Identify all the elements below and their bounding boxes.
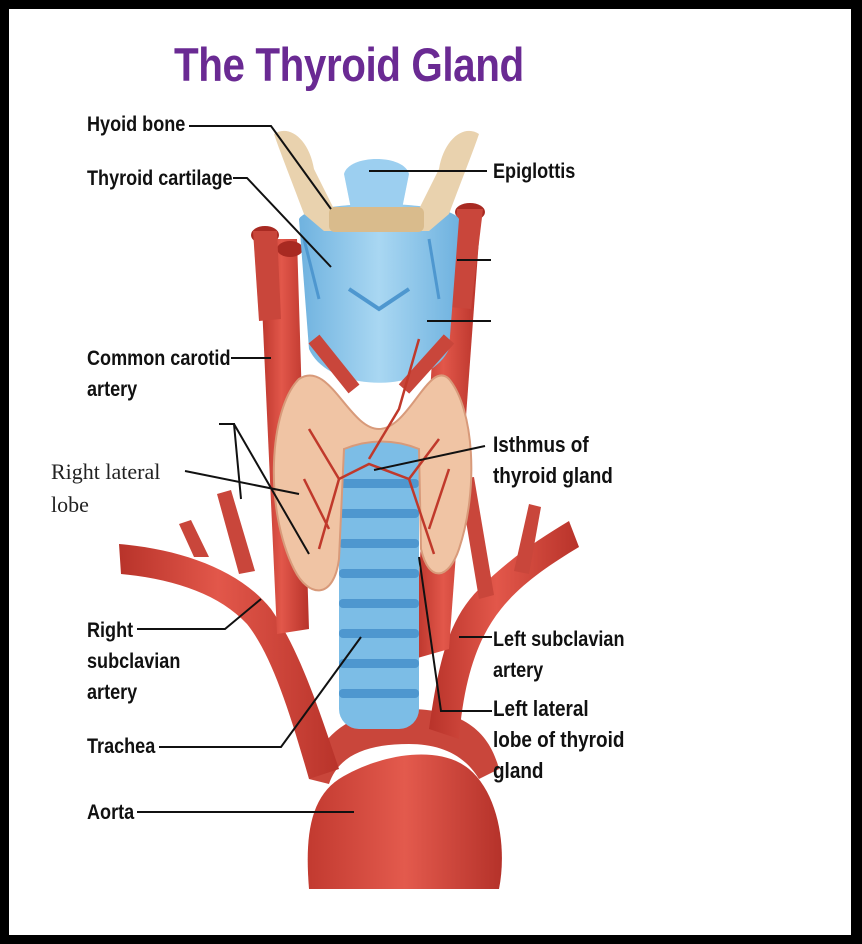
label-left-subclavian-line1: Left subclavian [493, 624, 624, 655]
label-left-lateral-line2: lobe of thyroid [493, 724, 624, 756]
label-thyroid-cartilage: Thyroid cartilage [87, 163, 233, 194]
label-aorta: Aorta [87, 797, 134, 828]
trachea-leader [159, 637, 361, 747]
label-isthmus-line1: Isthmus of [493, 429, 589, 461]
label-isthmus-line2: thyroid gland [493, 460, 613, 492]
label-right-subclavian-line2: subclavian [87, 646, 180, 677]
label-left-subclavian-line2: artery [493, 655, 543, 686]
aorta-shape [308, 709, 502, 889]
label-common-carotid-line1: Common carotid [87, 343, 230, 374]
label-right-subclavian-line3: artery [87, 677, 137, 708]
label-right-lateral-line2: lobe [51, 488, 89, 521]
label-trachea: Trachea [87, 731, 155, 762]
label-left-lateral-line3: gland [493, 755, 543, 787]
label-left-lateral-line1: Left lateral [493, 693, 589, 725]
label-right-subclavian-line1: Right [87, 615, 133, 646]
label-common-carotid-line2: artery [87, 374, 137, 405]
epiglottis-shape [344, 159, 409, 214]
label-epiglottis: Epiglottis [493, 156, 575, 187]
label-right-lateral-line1: Right lateral [51, 455, 160, 488]
label-hyoid-bone: Hyoid bone [87, 109, 185, 140]
